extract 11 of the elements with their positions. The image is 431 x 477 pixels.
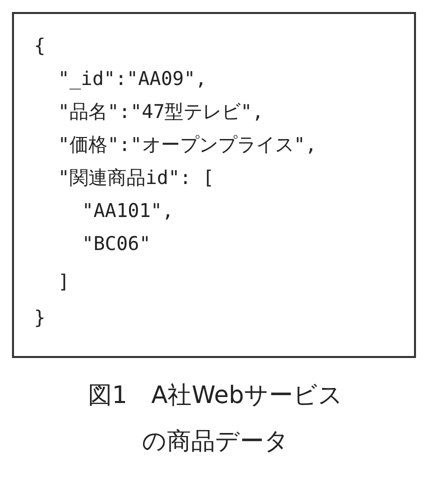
code-line: {	[34, 34, 46, 58]
code-box	[12, 12, 416, 358]
code-line: "AA101",	[82, 199, 174, 223]
code-line: "品名":"47型テレビ",	[58, 100, 264, 124]
code-line: "_id":"AA09",	[58, 67, 207, 91]
code-line: "価格":"オープンプライス",	[58, 133, 317, 157]
code-line: "関連商品id": [	[58, 166, 214, 190]
code-line: }	[34, 306, 46, 330]
code-line: "BC06"	[82, 232, 151, 256]
figure-caption: 図1 A社Webサービスの商品データ	[88, 380, 343, 457]
code-line: ]	[58, 270, 70, 294]
